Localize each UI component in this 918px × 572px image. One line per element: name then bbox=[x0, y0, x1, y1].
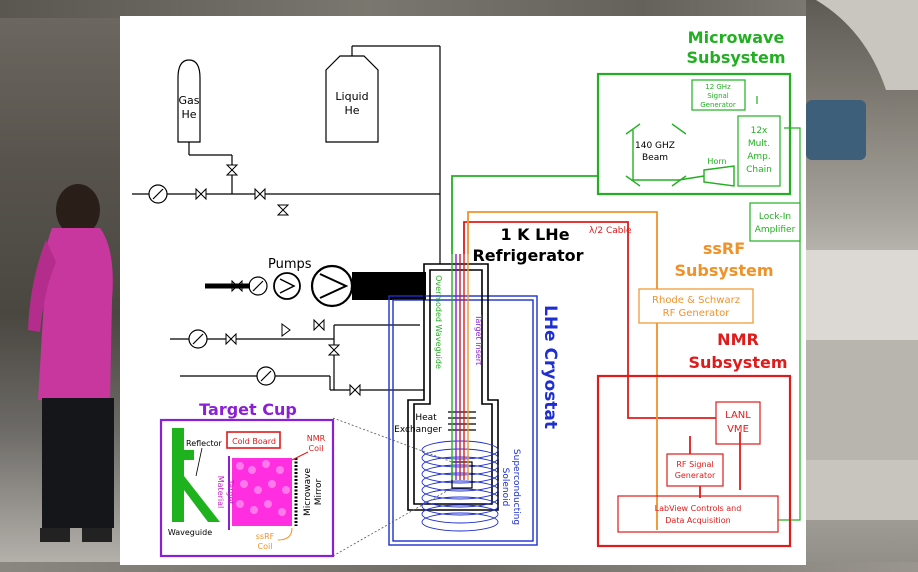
multiplier-label-4: Chain bbox=[746, 165, 772, 175]
horn-label: Horn bbox=[707, 157, 726, 166]
ssrf-title-2: Subsystem bbox=[674, 261, 773, 280]
reflector-label: Reflector bbox=[186, 439, 223, 448]
gas-he-label-2: He bbox=[181, 108, 196, 121]
target-material-label-2: Material bbox=[216, 476, 225, 509]
pumps-label: Pumps bbox=[268, 257, 312, 272]
insert-lines bbox=[452, 254, 468, 480]
lanl-label-2: VME bbox=[727, 424, 749, 435]
signal-generator-label-3: Generator bbox=[700, 101, 736, 109]
ssrf-coil-label-2: Coil bbox=[258, 542, 273, 551]
ssrf-coil-label: ssRF bbox=[256, 532, 275, 541]
target-material bbox=[232, 458, 292, 526]
multiplier-label: 12x bbox=[751, 126, 768, 136]
liquid-he-label: Liquid bbox=[335, 90, 368, 103]
nmr-title-2: Subsystem bbox=[688, 353, 787, 372]
target-insert-label: Target Insert bbox=[474, 314, 483, 365]
nmr-coil-label-2: Coil bbox=[309, 444, 324, 453]
lockin-label: Lock-In bbox=[759, 212, 791, 222]
refrigerator-title: 1 K LHe bbox=[500, 225, 569, 244]
labview-box bbox=[618, 496, 778, 532]
rhode-schwarz-label-2: RF Generator bbox=[663, 308, 731, 319]
target-material-label: Target bbox=[226, 479, 235, 505]
multiplier-label-3: Amp. bbox=[747, 152, 771, 162]
overmoded-waveguide-label: Overmoded Waveguide bbox=[434, 275, 443, 369]
waveguide-label: Waveguide bbox=[168, 528, 212, 537]
half-wave-cable-label: λ/2 Cable bbox=[589, 226, 632, 236]
signal-generator-label-2: Signal bbox=[707, 92, 729, 100]
gas-he-label: Gas bbox=[179, 94, 200, 107]
microwave-title-2: Subsystem bbox=[686, 48, 785, 67]
cryostat-title: LHe Cryostat bbox=[540, 305, 560, 429]
ssrf-title: ssRF bbox=[703, 239, 745, 258]
lockin-label-2: Amplifier bbox=[755, 225, 796, 235]
signal-generator-label: 12 GHz bbox=[705, 83, 731, 91]
rf-signal-generator-box bbox=[667, 454, 723, 486]
beam-label: 140 GHZ bbox=[635, 141, 675, 151]
nmr-coil-label: NMR bbox=[307, 434, 326, 443]
lockin-amplifier-box bbox=[750, 203, 800, 241]
cold-board-label: Cold Board bbox=[232, 437, 276, 446]
lanl-label: LANL bbox=[725, 410, 751, 421]
heat-exchanger-label-2: Exchanger bbox=[394, 425, 442, 435]
target-cup-title: Target Cup bbox=[199, 400, 297, 419]
solenoid-label-2: Solenoid bbox=[500, 468, 510, 507]
heat-exchanger-label: Heat bbox=[415, 413, 437, 423]
schematic-panel: Pumps Gas He Liquid He LHe Cryostat bbox=[120, 16, 806, 565]
microwave-mirror-label-2: Mirror bbox=[314, 478, 324, 505]
rf-signal-label-2: Generator bbox=[675, 471, 716, 480]
microwave-title: Microwave bbox=[688, 28, 785, 47]
microwave-mirror-label: Microwave bbox=[303, 468, 313, 516]
lanl-vme-box bbox=[716, 402, 760, 444]
beam-label-2: Beam bbox=[642, 153, 668, 163]
rhode-schwarz-label: Rhode & Schwarz bbox=[652, 295, 740, 306]
multiplier-label-2: Mult. bbox=[748, 139, 770, 149]
refrigerator-title-2: Refrigerator bbox=[472, 246, 583, 265]
labview-label-2: Data Acquisition bbox=[665, 516, 730, 525]
rf-signal-label: RF Signal bbox=[676, 460, 713, 469]
equipment-photo bbox=[806, 0, 918, 572]
solenoid-label: Superconducting bbox=[511, 449, 521, 525]
liquid-he-label-2: He bbox=[344, 104, 359, 117]
nmr-title: NMR bbox=[717, 330, 759, 349]
schematic-svg: Pumps Gas He Liquid He LHe Cryostat bbox=[120, 16, 806, 565]
person-photo bbox=[0, 0, 125, 572]
labview-label: LabView Controls and bbox=[655, 504, 742, 513]
